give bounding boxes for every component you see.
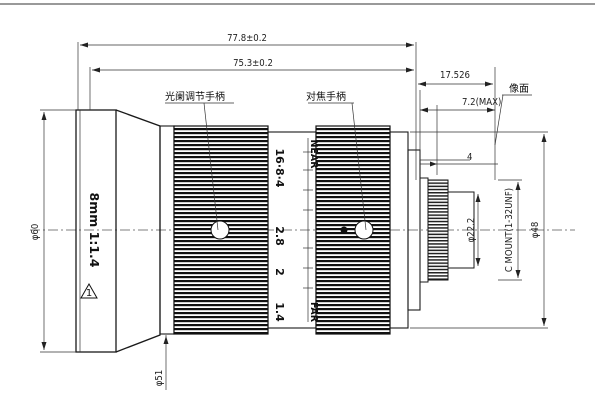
total-length-value: 77.8±0.2 [227,33,267,44]
dim-total-length: 77.8±0.2 [80,33,414,48]
thread-length-value: 4 [467,152,472,163]
aperture-16-8-4: 16·8·4 [273,149,286,188]
focus-index-dot [340,226,348,234]
aperture-1-4: 1.4 [273,302,286,322]
aperture-2-8: 2.8 [273,226,286,246]
lens-model: 8mm 1:1.4 [87,193,102,268]
dim-mount-diameter: φ22.2 [466,194,481,266]
mount-spec-value: C MOUNT(1-32UNF) [504,188,515,272]
dim-mount-spec: C MOUNT(1-32UNF) [498,179,522,281]
focus-callout: 对焦手柄 [306,90,367,231]
c-mount-thread [427,179,449,281]
rear-diameter-value: φ51 [154,370,165,387]
warning-triangle-icon: 1 [80,282,98,299]
iris-callout: 光阑调节手柄 [165,90,234,231]
lens-body [75,109,475,353]
focus-marks: NEAR FAR [308,139,319,322]
mount-diameter-value: φ22.2 [466,218,477,243]
image-plane-callout: 像面 [494,83,532,146]
dim-body-length: 75.3±0.2 [92,58,414,73]
focus-ring [315,125,391,335]
far-mark: FAR [308,302,319,323]
iris-handle-marker [210,220,230,240]
front-cap [75,109,117,353]
dim-front-diameter: φ60 [30,109,76,353]
dim-body-diameter: φ48 [410,131,548,329]
iris-ring-label: 光阑调节手柄 [165,90,225,103]
front-taper [115,109,161,353]
model-label: 8mm 1:1.4 [87,193,102,268]
image-plane-label: 像面 [509,83,529,95]
focus-ring-label: 对焦手柄 [306,90,346,103]
front-diameter-value: φ60 [30,224,41,241]
focus-handle-marker [354,220,374,240]
body-length-value: 75.3±0.2 [233,58,273,69]
dim-max-protrusion: 7.2(MAX) [420,97,501,113]
dim-flange-back: 17.526 [418,70,493,87]
body-diameter-value: φ48 [530,222,541,239]
aperture-scale: 16·8·4 2.8 2 1.4 [273,149,286,323]
dim-rear-diameter: φ51 [154,335,169,390]
svg-text:1: 1 [86,288,92,299]
max-protrusion-value: 7.2(MAX) [462,97,501,108]
flange-back-value: 17.526 [440,70,470,81]
near-mark: NEAR [308,139,319,169]
aperture-2: 2 [273,268,286,276]
rear-element [447,191,475,269]
dim-thread-length: 4 [420,152,498,167]
scale-ticks [303,151,313,289]
extension-lines [77,42,496,180]
